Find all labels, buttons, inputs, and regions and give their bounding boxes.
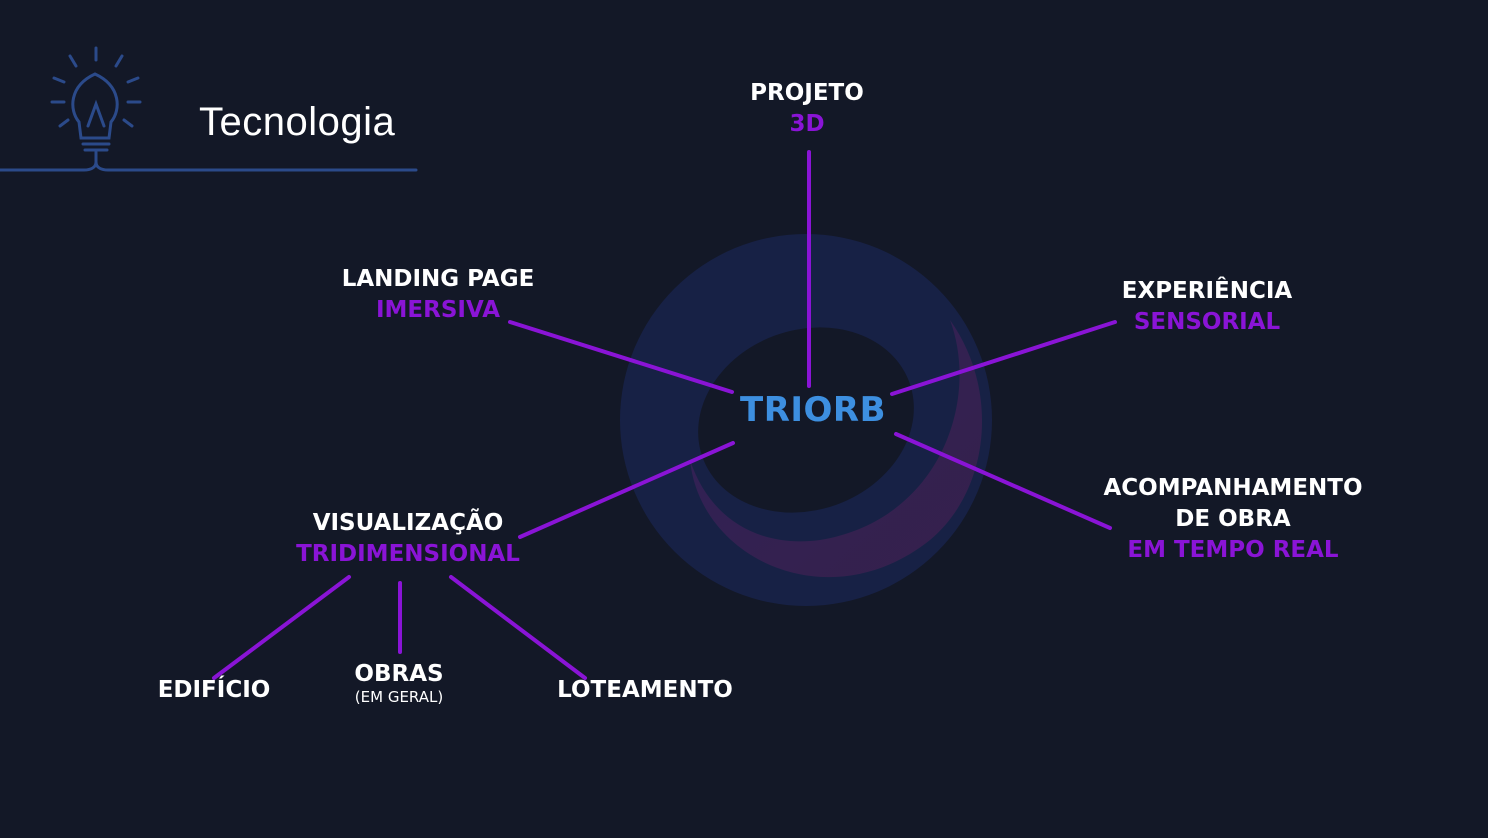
node-loteamento-title: LOTEAMENTO [557,677,733,703]
line-edificio [212,575,351,680]
node-experiencia-title: EXPERIÊNCIA [1121,278,1293,304]
node-projeto: PROJETO 3D [747,78,867,140]
line-acompanhamento [894,432,1112,530]
line-visualizacao [518,441,735,539]
node-experiencia-subtitle: SENSORIAL [1133,309,1281,335]
node-loteamento: LOTEAMENTO [550,675,740,706]
page-title: Tecnologia [199,100,396,144]
connector-lines [212,150,1117,680]
node-edificio-title: EDIFÍCIO [157,677,271,703]
node-acompanhamento-title: ACOMPANHAMENTO [1103,475,1363,501]
node-visualizacao-title: VISUALIZAÇÃO [312,510,504,536]
node-obras: OBRAS (EM GERAL) [344,659,454,705]
node-experiencia: EXPERIÊNCIA SENSORIAL [1110,276,1304,338]
node-landing-title: LANDING PAGE [341,266,535,292]
node-projeto-subtitle: 3D [789,111,825,137]
lightbulb-icon [0,46,418,172]
node-obras-title: OBRAS [354,661,444,687]
node-landing-page: LANDING PAGE IMERSIVA [333,264,543,326]
center-node-triorb: TRIORB [740,390,887,430]
node-visualizacao-subtitle: TRIDIMENSIONAL [296,541,520,567]
node-acompanhamento-subtitle: EM TEMPO REAL [1127,537,1339,563]
node-landing-subtitle: IMERSIVA [375,297,501,323]
node-obras-subtitle: (EM GERAL) [354,688,444,706]
line-experiencia [890,320,1117,396]
line-landing [508,320,734,394]
line-loteamento [449,575,587,680]
orb-logo-watermark [620,234,992,606]
node-projeto-title: PROJETO [750,80,864,106]
node-acompanhamento: ACOMPANHAMENTO DE OBRA EM TEMPO REAL [1096,473,1370,566]
node-acompanhamento-title-2: DE OBRA [1175,506,1291,532]
node-edificio: EDIFÍCIO [150,675,278,706]
node-visualizacao: VISUALIZAÇÃO TRIDIMENSIONAL [290,508,526,570]
